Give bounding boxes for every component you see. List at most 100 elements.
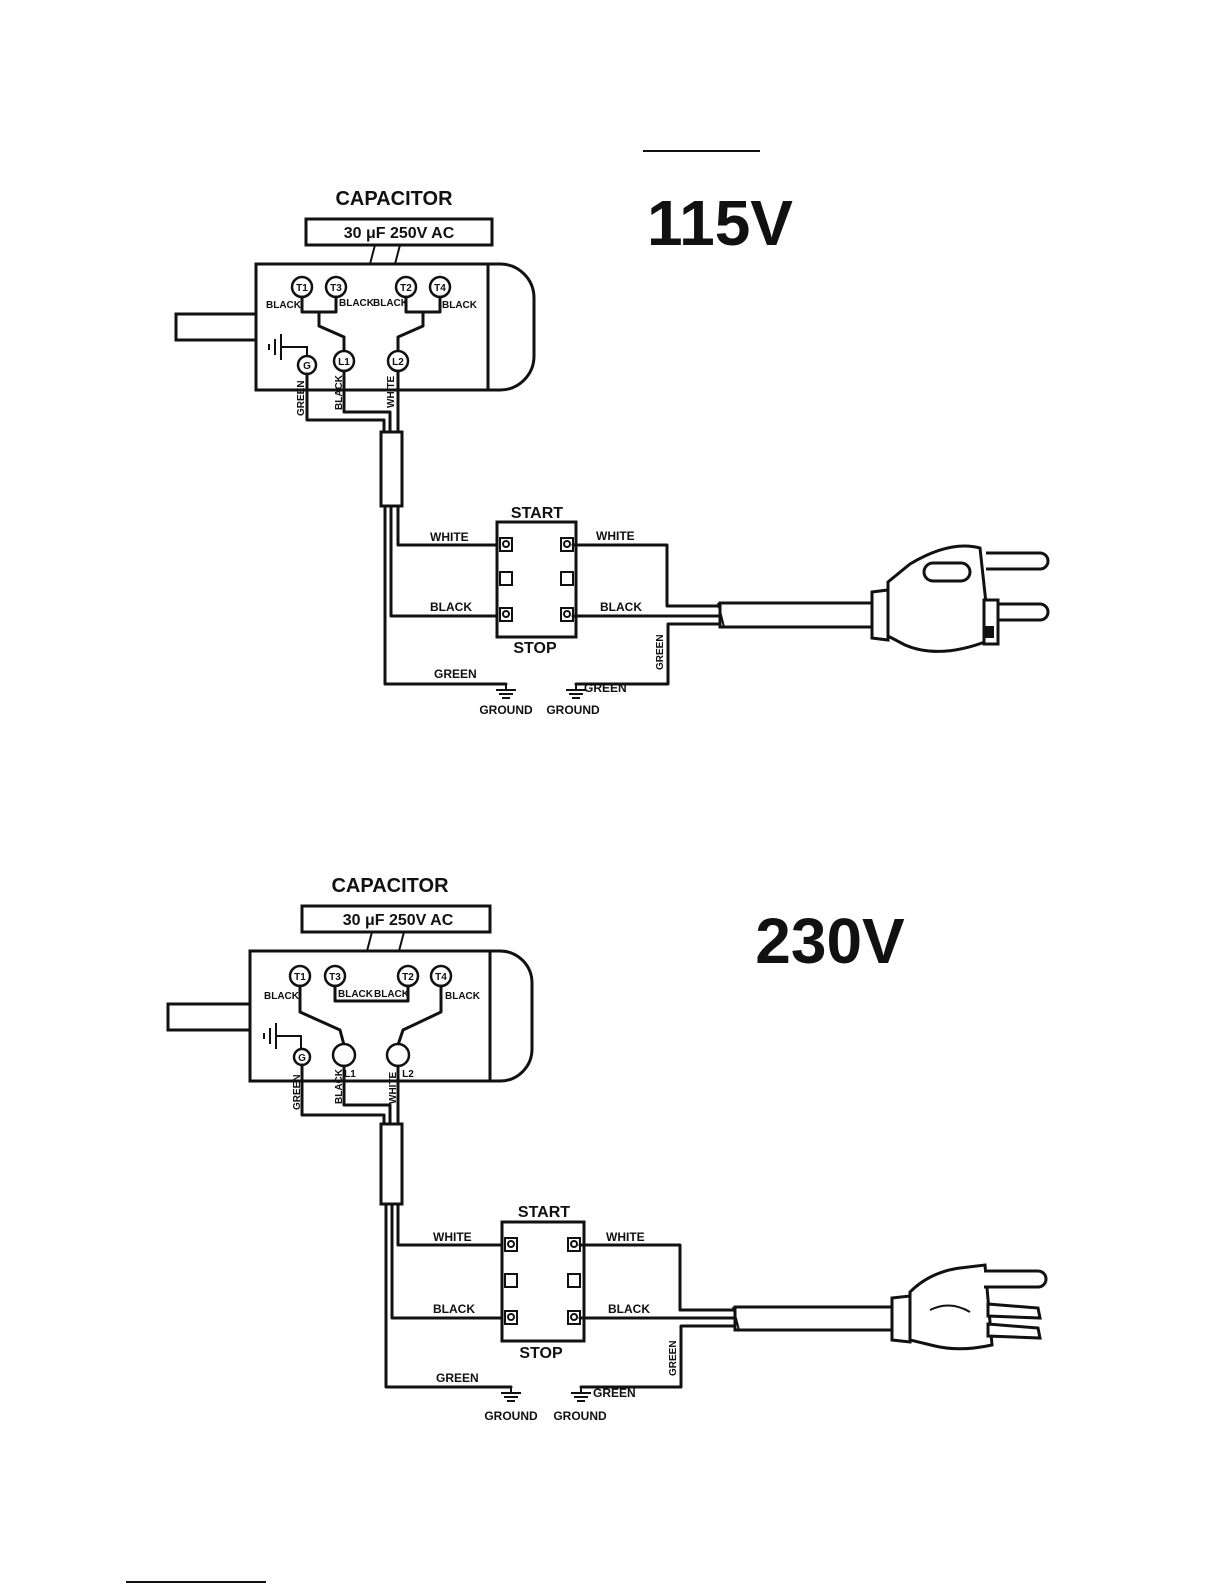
start-stop-switch bbox=[500, 1220, 586, 1343]
wire-black-switch bbox=[390, 1202, 506, 1320]
wire-label-white-out: WHITE bbox=[596, 529, 635, 543]
motor-cable-sheath bbox=[379, 430, 404, 508]
motor-body bbox=[248, 949, 492, 1083]
lead-label-t3: BLACK bbox=[339, 298, 375, 309]
wire-label-black-out: BLACK bbox=[600, 600, 642, 614]
terminal-t1-label: T1 bbox=[294, 972, 306, 983]
wire-label-white-out: WHITE bbox=[606, 1230, 645, 1244]
line-label-white: WHITE bbox=[388, 1071, 399, 1104]
wire-label-green-motor: GREEN bbox=[434, 667, 477, 681]
ground-label: GROUND bbox=[479, 703, 533, 717]
terminal-l1-label: L1 bbox=[338, 357, 350, 368]
wire-label-green-cord-v: GREEN bbox=[668, 1340, 679, 1376]
lead-to-l2 bbox=[396, 310, 425, 354]
terminal-l2-label: L2 bbox=[392, 357, 404, 368]
terminal-t4-label: T4 bbox=[434, 283, 446, 294]
lead-t1-to-l1 bbox=[298, 984, 346, 1047]
lead-label-t2: BLACK bbox=[374, 989, 410, 1000]
wire-white-cord bbox=[578, 1243, 737, 1312]
wire-black-switch bbox=[389, 504, 501, 618]
lead-label-t2: BLACK bbox=[373, 298, 409, 309]
voltage-title: 230V bbox=[755, 905, 905, 977]
line-label-black: BLACK bbox=[334, 374, 345, 410]
power-plug-115v bbox=[717, 544, 1050, 653]
line-label-green: GREEN bbox=[296, 380, 307, 416]
terminal-t3-label: T3 bbox=[329, 972, 341, 983]
terminal-g-label: G bbox=[298, 1053, 306, 1064]
lead-label-t4: BLACK bbox=[442, 300, 478, 311]
terminal-l2-label: L2 bbox=[402, 1069, 414, 1080]
line-label-green: GREEN bbox=[292, 1074, 303, 1110]
capacitor-lead bbox=[398, 931, 405, 952]
terminal-t1-label: T1 bbox=[296, 283, 308, 294]
wire-label-black-out: BLACK bbox=[608, 1302, 650, 1316]
ground-label: GROUND bbox=[553, 1409, 607, 1423]
motor-end-cap bbox=[486, 262, 536, 392]
terminal-t4-label: T4 bbox=[435, 972, 447, 983]
wire-label-green-cord-h: GREEN bbox=[593, 1386, 636, 1400]
lead-label-t1: BLACK bbox=[264, 991, 300, 1002]
motor-cable-sheath bbox=[379, 1122, 404, 1206]
ground-symbol bbox=[496, 684, 516, 699]
lead-t4-to-l2 bbox=[396, 984, 443, 1047]
wire-label-white-in: WHITE bbox=[433, 1230, 472, 1244]
capacitor-rating: 30 μF 250V AC bbox=[344, 225, 455, 242]
wire-green-ground bbox=[383, 504, 508, 686]
wire-label-black-in: BLACK bbox=[430, 600, 472, 614]
terminal-t2-label: T2 bbox=[402, 972, 414, 983]
ground-symbol bbox=[501, 1387, 521, 1402]
switch-terminals bbox=[504, 1237, 581, 1325]
lead-label-t3: BLACK bbox=[338, 989, 374, 1000]
lead-t3-t2 bbox=[333, 984, 410, 1003]
terminal-l1 bbox=[331, 1042, 357, 1068]
ground-symbol bbox=[571, 1387, 591, 1402]
terminal-t2-label: T2 bbox=[400, 283, 412, 294]
diagram-230v: 230V CAPACITOR 30 μF 250V AC T1 T3 T2 T4… bbox=[166, 875, 1048, 1423]
ground-label: GROUND bbox=[546, 703, 600, 717]
capacitor-lead bbox=[366, 931, 373, 952]
capacitor-title: CAPACITOR bbox=[331, 875, 449, 897]
motor-shaft bbox=[174, 312, 258, 342]
lead-to-l1 bbox=[317, 310, 346, 354]
motor-shaft bbox=[166, 1002, 252, 1032]
wire-label-green-motor: GREEN bbox=[436, 1371, 479, 1385]
terminal-l1-label: L1 bbox=[344, 1069, 356, 1080]
diagram-115v: 115V CAPACITOR 30 μF 250V AC T1 T3 T2 T4… bbox=[174, 187, 1050, 717]
terminal-l2 bbox=[385, 1042, 411, 1068]
capacitor-rating: 30 μF 250V AC bbox=[343, 912, 454, 929]
capacitor-lead bbox=[369, 244, 376, 265]
line-label-black: BLACK bbox=[334, 1068, 345, 1104]
wire-label-green-cord-h: GREEN bbox=[584, 681, 627, 695]
voltage-title: 115V bbox=[647, 187, 793, 259]
ground-label: GROUND bbox=[484, 1409, 538, 1423]
terminal-t3-label: T3 bbox=[330, 283, 342, 294]
wire-green-ground bbox=[384, 1202, 513, 1389]
wire-white-cord bbox=[571, 543, 722, 608]
wire-green-motor bbox=[300, 1063, 386, 1130]
ground-symbol bbox=[566, 684, 586, 699]
start-stop-switch bbox=[495, 520, 578, 639]
lead-label-t4: BLACK bbox=[445, 991, 481, 1002]
wire-label-white-in: WHITE bbox=[430, 530, 469, 544]
switch-stop-label: STOP bbox=[513, 640, 557, 657]
wire-black-motor bbox=[342, 369, 392, 438]
wire-black-motor bbox=[342, 1064, 392, 1130]
switch-stop-label: STOP bbox=[519, 1345, 563, 1362]
switch-terminals bbox=[499, 537, 574, 622]
wire-green-motor bbox=[305, 372, 386, 438]
switch-start-label: START bbox=[518, 1204, 570, 1221]
wire-green-cord bbox=[574, 622, 722, 686]
wire-green-cord bbox=[579, 1324, 737, 1389]
wire-label-green-cord-v: GREEN bbox=[655, 634, 666, 670]
wire-white-switch bbox=[396, 504, 501, 547]
capacitor-box bbox=[300, 904, 492, 934]
wire-white-switch bbox=[396, 1202, 506, 1247]
motor-ground-symbol bbox=[263, 1023, 302, 1050]
capacitor-title: CAPACITOR bbox=[335, 188, 453, 210]
switch-start-label: START bbox=[511, 505, 563, 522]
motor-end-cap bbox=[488, 949, 534, 1083]
capacitor-lead bbox=[394, 244, 401, 265]
motor-body bbox=[254, 262, 490, 392]
